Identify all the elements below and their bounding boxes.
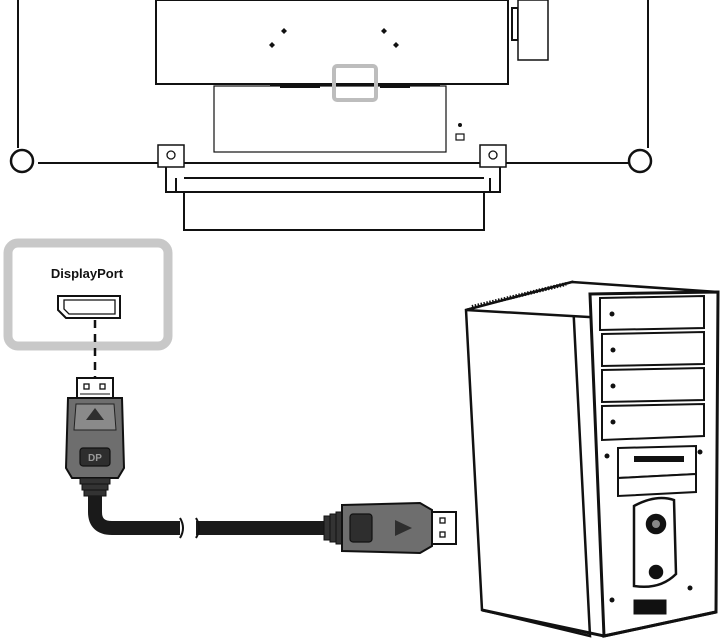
port-callout-frame <box>3 238 173 351</box>
monitor-rear <box>9 0 653 231</box>
monitor-io-bay <box>213 85 447 153</box>
monitor-foot-left <box>9 148 35 174</box>
monitor-foot-right <box>627 148 653 174</box>
displayport-connector-pc-end <box>323 501 457 555</box>
monitor-port-highlight <box>332 64 378 102</box>
displayport-connector-icon: DP <box>64 377 126 497</box>
svg-text:DP: DP <box>88 453 102 464</box>
port-label: DisplayPort <box>50 266 124 281</box>
displayport-socket-icon <box>57 295 121 319</box>
pc-tower-icon <box>464 280 720 638</box>
displayport-cable <box>88 496 324 535</box>
